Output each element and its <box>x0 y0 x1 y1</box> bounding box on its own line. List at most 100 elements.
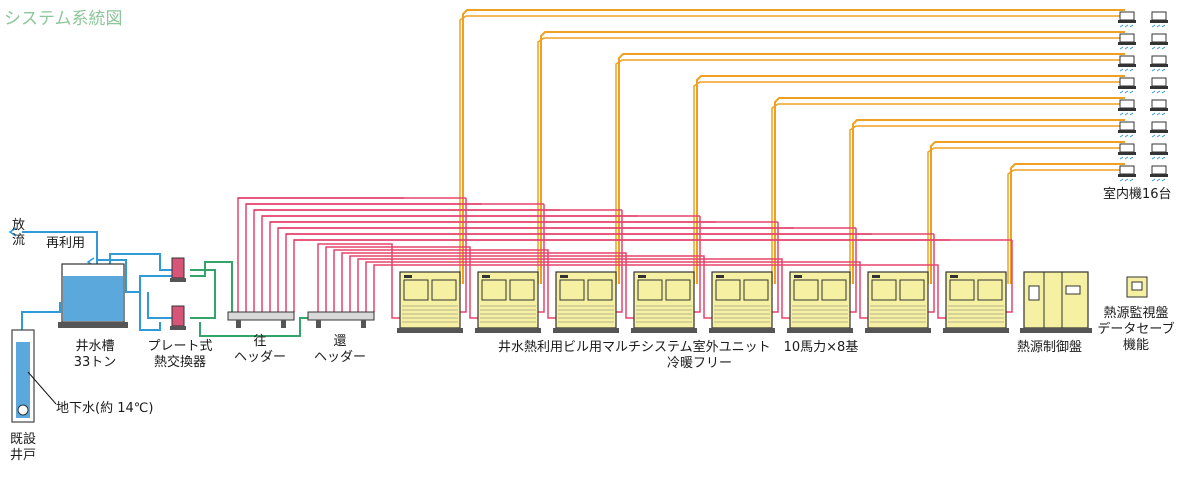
indoor-unit-body <box>1119 55 1135 65</box>
orange-line-return-1 <box>459 15 1125 284</box>
discharge-pipe <box>22 231 98 260</box>
indoor-unit-base <box>1118 42 1136 45</box>
outdoor-unit-fan-left <box>403 279 429 301</box>
indoor-unit-body <box>1151 33 1167 43</box>
indoor-unit-base <box>1118 64 1136 67</box>
outdoor-unit-3 <box>553 271 619 333</box>
indoor-unit-base <box>1150 86 1168 89</box>
orange-line-6 <box>852 119 1125 284</box>
indoor-unit-body <box>1151 99 1167 109</box>
well-pump-icon <box>17 404 29 416</box>
indoor-unit-airflow <box>1151 90 1166 94</box>
outdoor-system-label: 井水熱利用ビル用マルチシステム室外ユニット 10馬力×8基 <box>498 340 859 355</box>
indoor-unit-icon <box>1118 11 1136 28</box>
well-water <box>16 342 30 418</box>
indoor-unit-base <box>1118 20 1136 23</box>
indoor-unit-base <box>1150 108 1168 111</box>
outdoor-unit-fan-right <box>977 279 1003 301</box>
well-tank-label-2: 33トン <box>73 355 117 370</box>
monitor-panel-label-3: 機能 <box>1122 338 1149 353</box>
plate-hx-base-1 <box>170 278 186 282</box>
indoor-unit-body <box>1119 11 1135 21</box>
indoor-unit-airflow <box>1151 46 1166 50</box>
outdoor-unit-fan-right <box>821 279 847 301</box>
indoor-unit-airflow <box>1119 24 1134 28</box>
indoor-unit-icon <box>1150 143 1168 160</box>
control-panel-label: 熱源制御盤 <box>1017 340 1083 355</box>
indoor-unit-body <box>1151 143 1167 153</box>
control-panel-base <box>1020 328 1092 333</box>
well-tank-label-1: 井水槽 <box>75 339 115 354</box>
indoor-unit-airflow <box>1151 112 1166 116</box>
indoor-unit-base <box>1118 86 1136 89</box>
monitor-panel-label-1: 熱源監視盤 <box>1103 306 1169 321</box>
pink-supply-drop-5 <box>772 222 779 313</box>
hx-to-supply-header <box>190 261 233 312</box>
orange-line-8 <box>1010 163 1125 284</box>
outdoor-unit-fan-left <box>793 279 819 301</box>
orange-line-5 <box>774 97 1125 284</box>
indoor-unit-icon <box>1150 99 1168 116</box>
indoor-unit-body <box>1119 33 1135 43</box>
indoor-unit-body <box>1151 121 1167 131</box>
indoor-unit-airflow <box>1151 178 1166 182</box>
indoor-unit-base <box>1118 174 1136 177</box>
indoor-unit-body <box>1151 55 1167 65</box>
indoor-unit-airflow <box>1151 156 1166 160</box>
indoor-unit-body <box>1119 165 1135 175</box>
indoor-unit-airflow <box>1119 112 1134 116</box>
outdoor-unit-fan-left <box>481 279 507 301</box>
discharge-label-2: 流 <box>12 233 26 248</box>
indoor-unit-icon <box>1118 165 1136 182</box>
pink-refrigerant-lines <box>237 197 1013 319</box>
orange-line-2 <box>540 31 1125 284</box>
indoor-unit-icon <box>1150 121 1168 138</box>
supply-header-leg-right <box>281 320 286 328</box>
outdoor-unit-base <box>943 328 1009 333</box>
indoor-unit-base <box>1150 20 1168 23</box>
outdoor-unit-fan-right <box>509 279 535 301</box>
indoor-unit-airflow <box>1119 90 1134 94</box>
orange-line-1 <box>462 9 1125 284</box>
indoor-unit-icon <box>1118 143 1136 160</box>
indoor-unit-airflow <box>1119 68 1134 72</box>
pink-return-8 <box>373 264 946 319</box>
outdoor-unit-badge <box>404 275 412 278</box>
indoor-unit-base <box>1150 42 1168 45</box>
indoor-unit-icon <box>1150 33 1168 50</box>
reuse-pipe <box>109 253 172 272</box>
orange-line-return-8 <box>1007 169 1125 284</box>
indoor-unit-icon <box>1118 121 1136 138</box>
pink-return-6 <box>357 258 790 319</box>
pink-return-4 <box>341 252 634 319</box>
indoor-unit-body <box>1119 99 1135 109</box>
pink-supply-drop-7 <box>928 234 935 313</box>
indoor-unit-body <box>1119 143 1135 153</box>
pink-return-5 <box>349 255 712 319</box>
indoor-unit-body <box>1151 11 1167 21</box>
orange-line-return-2 <box>537 37 1125 284</box>
page-title: システム系統図 <box>4 9 123 29</box>
indoor-unit-airflow <box>1119 134 1134 138</box>
indoor-unit-base <box>1150 64 1168 67</box>
outdoor-unit-7 <box>865 271 931 333</box>
supply-header-label-1: 往 <box>253 334 267 349</box>
outdoor-unit-badge <box>482 275 490 278</box>
pink-return-1 <box>317 243 400 319</box>
monitor-panel-label-2: データセーブ <box>1097 322 1175 337</box>
indoor-unit-icon <box>1118 55 1136 72</box>
pink-supply-1 <box>237 197 404 312</box>
plate-heat-exchanger-1 <box>171 257 185 279</box>
indoor-unit-airflow <box>1151 24 1166 28</box>
well-label-2: 井戸 <box>10 448 37 463</box>
indoor-unit-icon <box>1150 77 1168 94</box>
indoor-unit-airflow <box>1119 46 1134 50</box>
indoor-unit-airflow <box>1119 178 1134 182</box>
pink-return-2 <box>325 246 478 319</box>
outdoor-unit-base <box>631 328 697 333</box>
tank-water <box>63 276 123 321</box>
plate-hx-base-2 <box>170 326 186 330</box>
outdoor-unit-fan-right <box>665 279 691 301</box>
water-piping <box>8 227 312 418</box>
